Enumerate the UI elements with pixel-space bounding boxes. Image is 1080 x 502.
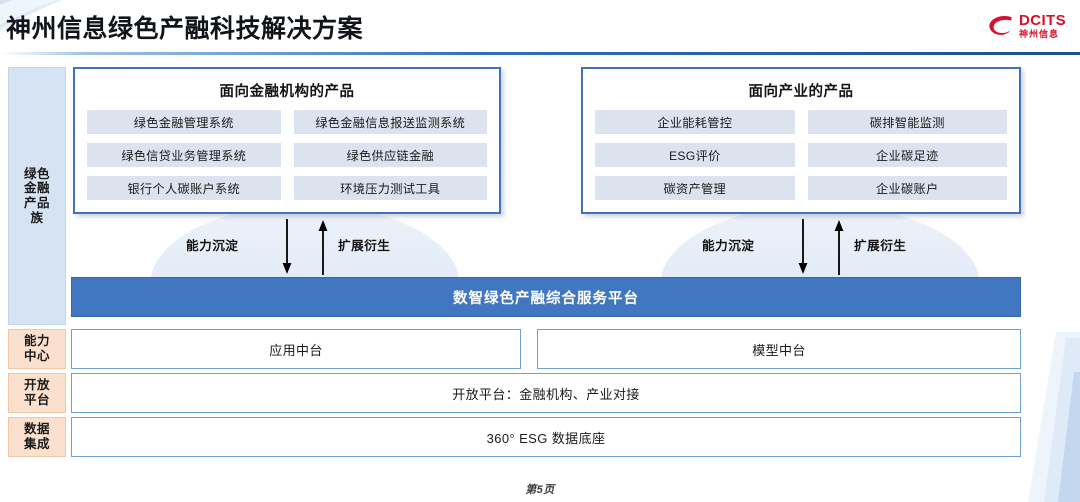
product-chip[interactable]: 企业能耗管控 <box>595 110 795 134</box>
header-divider-rule <box>0 52 1080 55</box>
page-title: 神州信息绿色产融科技解决方案 <box>6 15 364 43</box>
product-chip[interactable]: 绿色信贷业务管理系统 <box>87 143 281 167</box>
panel-title-industry-products: 面向产业的产品 <box>748 84 854 100</box>
product-chip[interactable]: 碳资产管理 <box>595 176 795 200</box>
flow-label-capability-precipitation-left: 能力沉淀 <box>186 239 239 253</box>
flow-label-expansion-derivation-right: 扩展衍生 <box>854 239 907 253</box>
arrow-up-icon <box>834 220 844 275</box>
sidebar-label-data-integration: 数据集成 <box>23 422 50 451</box>
product-chip[interactable]: 绿色金融信息报送监测系统 <box>293 110 487 134</box>
flow-group-right: 能力沉淀 扩展衍生 <box>692 217 952 277</box>
slide-header: 神州信息绿色产融科技解决方案 DCITS 神州信息 <box>0 0 1080 57</box>
sidebar-label-open-platform: 开放平台 <box>23 378 50 407</box>
product-chip[interactable]: 绿色金融管理系统 <box>87 110 281 134</box>
sidebar-item-ability-center[interactable]: 能力中心 <box>8 329 66 369</box>
swirl-logo-icon <box>989 15 1012 35</box>
product-chip[interactable]: 银行个人碳账户系统 <box>87 176 281 200</box>
sidebar-item-open-platform[interactable]: 开放平台 <box>8 373 66 413</box>
brand-logo-cn: 神州信息 <box>1019 29 1060 39</box>
row-application-middle-platform[interactable]: 应用中台 <box>71 329 521 369</box>
product-grid-industry: 企业能耗管控 碳排智能监测 ESG评价 企业碳足迹 碳资产管理 企业碳账户 <box>595 110 1007 200</box>
brand-logo: DCITS 神州信息 <box>988 10 1066 42</box>
panel-financial-institution-products: 面向金融机构的产品 绿色金融管理系统 绿色金融信息报送监测系统 绿色信贷业务管理… <box>73 67 501 214</box>
slide-body: 绿色金融产品族 能力中心 开放平台 数据集成 面向金融机构的产品 绿色金融管理系… <box>0 57 1080 502</box>
sidebar-label-ability-center: 能力中心 <box>23 334 50 363</box>
flow-label-expansion-derivation-left: 扩展衍生 <box>338 239 391 253</box>
footer-page-number: 第5页 <box>525 484 555 496</box>
platform-bar-comprehensive-service[interactable]: 数智绿色产融综合服务平台 <box>71 277 1021 317</box>
product-grid-financial-institution: 绿色金融管理系统 绿色金融信息报送监测系统 绿色信贷业务管理系统 绿色供应链金融… <box>87 110 487 200</box>
product-chip[interactable]: 绿色供应链金融 <box>293 143 487 167</box>
sidebar-label-green-finance-product-family: 绿色金融产品族 <box>23 166 50 225</box>
arrow-down-icon <box>282 219 292 274</box>
product-chip[interactable]: 企业碳足迹 <box>807 143 1007 167</box>
sidebar-item-data-integration[interactable]: 数据集成 <box>8 417 66 457</box>
flow-group-left: 能力沉淀 扩展衍生 <box>176 217 436 277</box>
product-chip[interactable]: ESG评价 <box>595 143 795 167</box>
flow-label-capability-precipitation-right: 能力沉淀 <box>702 239 755 253</box>
arrow-down-icon <box>798 219 808 274</box>
panel-title-financial-institution-products: 面向金融机构的产品 <box>219 84 355 100</box>
brand-logo-en: DCITS <box>1019 12 1066 29</box>
row-open-platform[interactable]: 开放平台：金融机构、产业对接 <box>71 373 1021 413</box>
arrow-up-icon <box>318 220 328 275</box>
row-data-base[interactable]: 360° ESG 数据底座 <box>71 417 1021 457</box>
row-model-middle-platform[interactable]: 模型中台 <box>537 329 1021 369</box>
sidebar-item-green-finance-product-family[interactable]: 绿色金融产品族 <box>8 67 66 325</box>
panel-industry-products: 面向产业的产品 企业能耗管控 碳排智能监测 ESG评价 企业碳足迹 碳资产管理 … <box>581 67 1021 214</box>
product-chip[interactable]: 碳排智能监测 <box>807 110 1007 134</box>
product-chip[interactable]: 环境压力测试工具 <box>293 176 487 200</box>
product-chip[interactable]: 企业碳账户 <box>807 176 1007 200</box>
brand-logo-text: DCITS 神州信息 <box>1019 13 1066 39</box>
